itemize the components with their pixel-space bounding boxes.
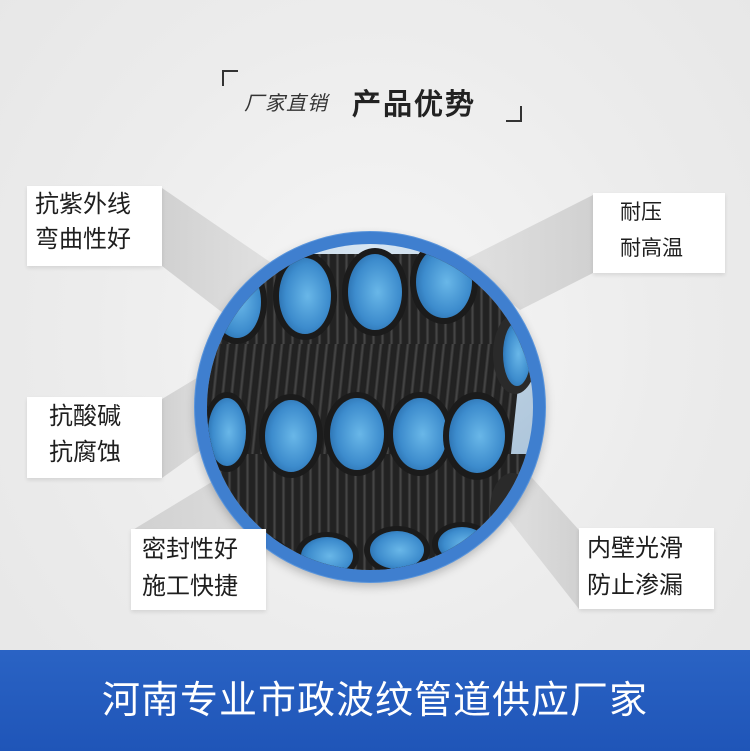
feature-box-acid-corrosion: 抗酸碱 抗腐蚀	[27, 397, 162, 478]
feature-seal-line1: 密封性好	[142, 535, 238, 563]
feature-heat-line1: 耐压	[620, 200, 662, 224]
connector-wall	[505, 470, 579, 609]
feature-heat-line2: 耐高温	[620, 236, 683, 260]
header-title: 产品优势	[352, 87, 477, 121]
feature-acid-line2: 抗腐蚀	[49, 438, 121, 466]
connector-heat	[460, 195, 593, 310]
banner-text: 河南专业市政波纹管道供应厂家	[101, 678, 648, 722]
feature-uv-line1: 抗紫外线	[35, 190, 131, 218]
feature-seal-line2: 施工快捷	[142, 572, 238, 600]
feature-wall-line2: 防止渗漏	[587, 571, 683, 599]
feature-uv-line2: 弯曲性好	[35, 225, 131, 253]
corrugated-pipe-stack-icon	[207, 244, 533, 570]
feature-box-pressure-heat: 耐压 耐高温	[593, 193, 725, 273]
feature-box-sealing-install: 密封性好 施工快捷	[131, 529, 266, 610]
bracket-corner-top-left	[222, 70, 238, 86]
bottom-banner: 河南专业市政波纹管道供应厂家	[0, 650, 750, 751]
section-header: 厂家直销 产品优势	[222, 70, 522, 122]
bracket-corner-bottom-right	[506, 106, 522, 122]
feature-box-uv-resistance: 抗紫外线 弯曲性好	[27, 186, 162, 266]
header-subtitle: 厂家直销	[244, 91, 328, 115]
feature-wall-line1: 内壁光滑	[587, 534, 683, 562]
pipe-photo	[207, 244, 533, 570]
feature-box-smooth-wall: 内壁光滑 防止渗漏	[579, 528, 714, 609]
feature-acid-line1: 抗酸碱	[49, 402, 121, 430]
